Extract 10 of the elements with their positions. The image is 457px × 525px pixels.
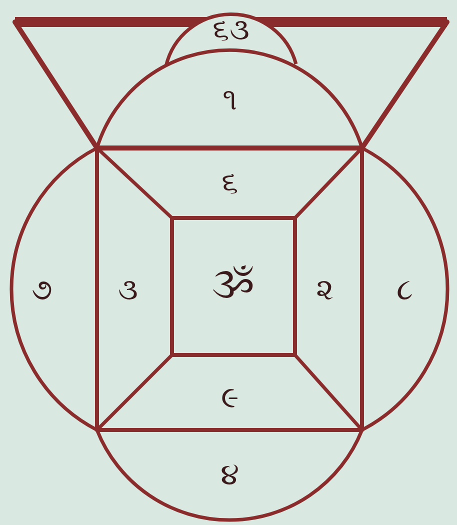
region-label: ૮ (396, 274, 414, 306)
region-label: ૧ (222, 84, 238, 116)
region-label: ૬૩ (212, 14, 250, 46)
region-label: ૨ (316, 274, 334, 306)
region-label: ૭ (32, 274, 52, 306)
region-label: ૪ (220, 458, 240, 492)
region-label: ૯ (221, 382, 239, 414)
region-label: ૐ (212, 263, 254, 307)
region-label: ૬ (222, 166, 238, 200)
region-label: ૩ (118, 274, 138, 306)
